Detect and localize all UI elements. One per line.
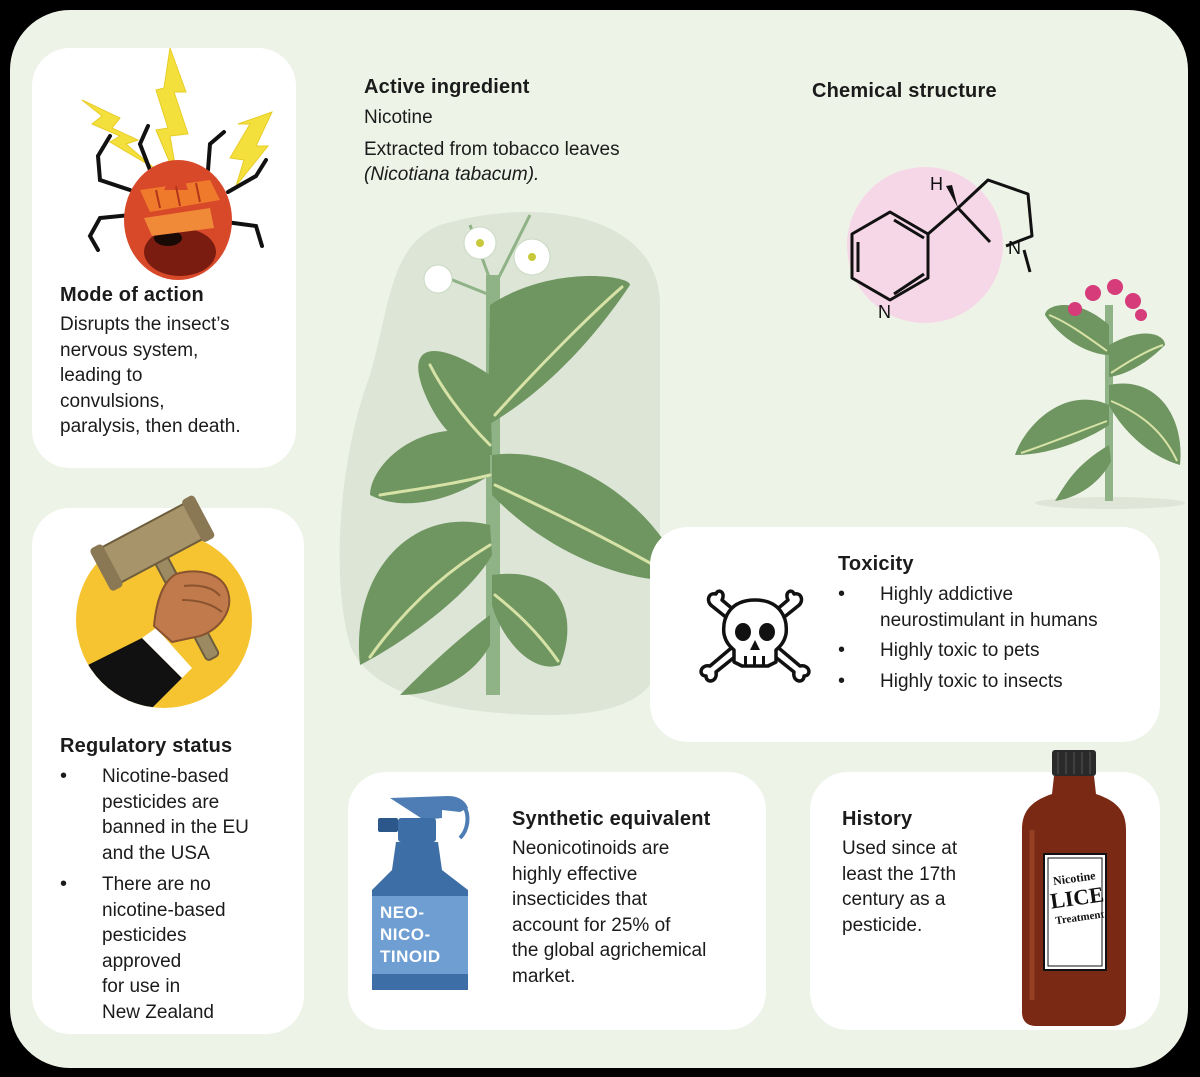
active-ingredient-species: (Nicotiana tabacum). — [364, 164, 540, 185]
regulatory-status-line: approved — [102, 950, 182, 972]
mode-of-action-line: nervous system, — [60, 339, 199, 361]
mode-of-action-line: convulsions, — [60, 390, 165, 412]
spray-bottle-label-line: NEO- — [380, 903, 425, 922]
regulatory-status-line: pesticides are — [102, 791, 220, 813]
synthetic-equivalent-line: insecticides that — [512, 889, 648, 910]
mode-of-action-line: paralysis, then death. — [60, 416, 241, 437]
skull-crossbones-icon — [699, 589, 811, 683]
atom-n-ring-label: N — [1008, 238, 1021, 258]
toxicity-item-line: neurostimulant in humans — [880, 609, 1098, 631]
regulatory-status-line: New Zealand — [102, 1001, 214, 1023]
nicotine-molecule-icon: H N N — [847, 167, 1034, 323]
regulatory-status-line: nicotine-based — [102, 899, 226, 921]
synthetic-equivalent-line: highly effective — [512, 863, 638, 885]
toxicity-item-line: Highly toxic to insects — [880, 670, 1063, 692]
history-line: least the 17th — [842, 863, 957, 885]
toxicity-heading: Toxicity — [838, 553, 914, 575]
regulatory-status-list: Nicotine-based pesticides are banned in … — [60, 764, 290, 1025]
toxicity-item-line: Highly addictive — [880, 584, 1014, 605]
synthetic-equivalent-line: the global agrichemical — [512, 940, 707, 961]
regulatory-status-line: pesticides — [102, 925, 187, 946]
tobacco-plant-icon — [339, 211, 686, 715]
toxicity-item: Highly addictive neurostimulant in human… — [838, 582, 1158, 633]
regulatory-status-line: banned in the EU — [102, 817, 249, 838]
history-line: century as a — [842, 889, 946, 910]
toxicity-item: Highly toxic to insects — [838, 669, 1158, 695]
chemical-structure-heading: Chemical structure — [812, 80, 997, 102]
toxicity-list: Highly addictive neurostimulant in human… — [838, 582, 1158, 694]
synthetic-equivalent-line: market. — [512, 965, 576, 987]
regulatory-status-line: There are no — [102, 874, 211, 895]
lice-bottle-label: Nicotine LICE Treatment — [1042, 866, 1111, 930]
mode-of-action-heading: Mode of action — [60, 284, 204, 306]
atom-n-pyridine-label: N — [878, 302, 891, 322]
toxicity-item-line: Highly toxic to pets — [880, 640, 1040, 661]
active-ingredient-source: Extracted from tobacco leaves — [364, 139, 620, 160]
synthetic-equivalent-line: Neonicotinoids are — [512, 838, 670, 859]
mode-of-action-line: Disrupts the insect’s — [60, 314, 230, 335]
regulatory-status-item: There are no nicotine-based pesticides a… — [60, 872, 290, 1025]
synthetic-equivalent-heading: Synthetic equivalent — [512, 808, 711, 830]
gavel-icon — [76, 495, 252, 708]
regulatory-status-heading: Regulatory status — [60, 735, 233, 757]
regulatory-status-line: for use in — [102, 976, 181, 997]
mode-of-action-text: Disrupts the insect’s nervous system, le… — [60, 312, 241, 440]
spray-bottle-label-line: TINOID — [380, 947, 441, 966]
active-ingredient-heading: Active ingredient — [364, 76, 530, 98]
lice-bottle-icon — [1022, 750, 1126, 1026]
spray-bottle-label: NEO- NICO- TINOID — [380, 902, 441, 968]
atom-h-label: H — [930, 174, 943, 194]
synthetic-equivalent-line: account for 25% of — [512, 914, 671, 936]
mode-of-action-line: leading to — [60, 365, 143, 386]
regulatory-status-line: and the USA — [102, 842, 210, 864]
history-heading: History — [842, 808, 913, 830]
spray-bottle-label-line: NICO- — [380, 925, 431, 944]
small-tobacco-plant-icon — [1015, 279, 1185, 509]
spray-bottle-icon — [372, 796, 470, 990]
history-text: Used since at least the 17th century as … — [842, 836, 957, 938]
history-line: pesticide. — [842, 914, 923, 936]
synthetic-equivalent-text: Neonicotinoids are highly effective inse… — [512, 836, 706, 989]
active-ingredient-name: Nicotine — [364, 107, 433, 128]
history-line: Used since at — [842, 838, 958, 859]
beetle-icon — [81, 47, 273, 280]
regulatory-status-line: Nicotine-based — [102, 766, 229, 787]
regulatory-status-item: Nicotine-based pesticides are banned in … — [60, 764, 290, 866]
toxicity-item: Highly toxic to pets — [838, 638, 1158, 664]
